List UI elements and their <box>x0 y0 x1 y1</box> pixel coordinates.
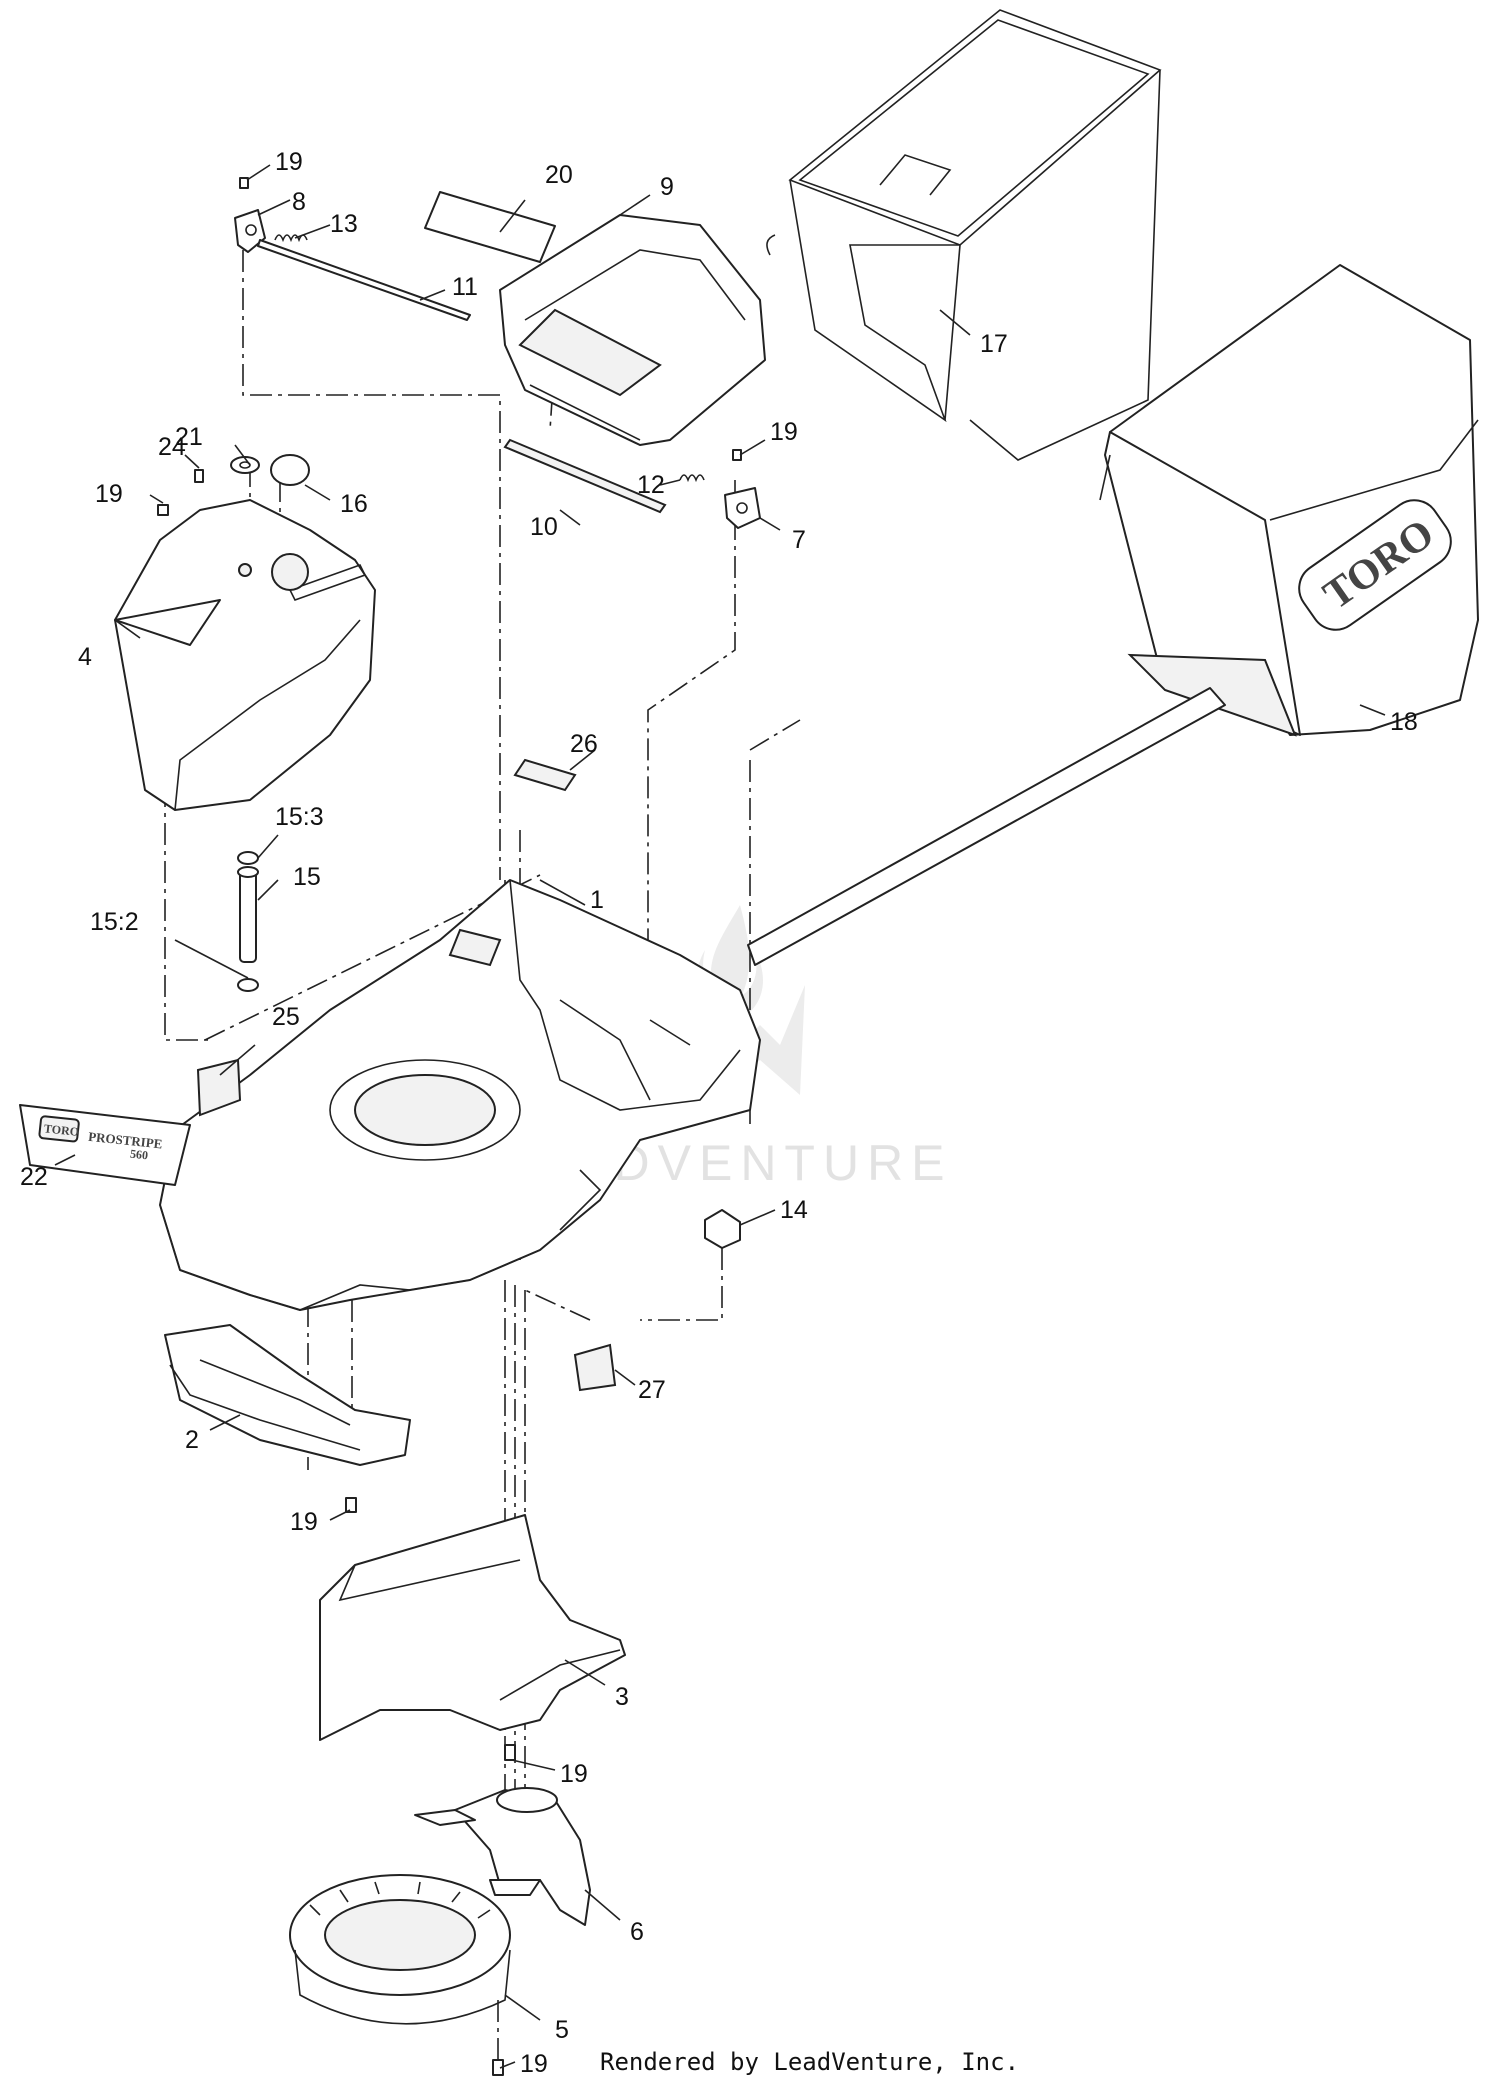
part-25-decal[interactable] <box>196 1058 242 1117</box>
part-15-spacer[interactable] <box>237 851 259 992</box>
part-14-clip[interactable] <box>704 1209 741 1249</box>
part-6-deflector[interactable] <box>414 1787 591 1926</box>
callout-15-2: 15:2 <box>90 908 139 936</box>
part-11-rod[interactable] <box>257 239 471 321</box>
callout-21: 21 <box>175 423 203 451</box>
callout-19: 19 <box>560 1760 588 1788</box>
callout-15-3: 15:3 <box>275 803 324 831</box>
part-19-screw-c[interactable] <box>504 1744 516 1761</box>
part-4-chute-cover[interactable] <box>114 499 376 811</box>
part-9-rear-door[interactable] <box>499 214 766 446</box>
callout-25: 25 <box>272 1003 300 1031</box>
part-24-screw[interactable] <box>194 469 204 483</box>
callout-15: 15 <box>293 863 321 891</box>
part-19-screw-a[interactable] <box>157 504 169 516</box>
callout-14: 14 <box>780 1196 808 1224</box>
callout-6: 6 <box>630 1918 644 1946</box>
part-10-seal-strip[interactable] <box>503 438 667 514</box>
callout-9: 9 <box>660 173 674 201</box>
callout-20: 20 <box>545 161 573 189</box>
part-20-decal[interactable] <box>424 191 556 263</box>
callout-2: 2 <box>185 1426 199 1454</box>
part-19-screw-e[interactable] <box>239 177 249 189</box>
bag-strip <box>747 687 1226 966</box>
callout-10: 10 <box>530 513 558 541</box>
part-12-spring[interactable] <box>679 474 705 483</box>
callout-19: 19 <box>770 418 798 446</box>
callout-27: 27 <box>638 1376 666 1404</box>
decal-model-text: 560 <box>129 1147 148 1163</box>
part-19-screw-f[interactable] <box>732 449 742 461</box>
callout-18: 18 <box>1390 708 1418 736</box>
callout-13: 13 <box>330 210 358 238</box>
callout-5: 5 <box>555 2016 569 2044</box>
callout-24: 24 <box>158 433 186 461</box>
part-19-screw-b[interactable] <box>345 1497 357 1513</box>
callout-7: 7 <box>792 526 806 554</box>
part-16-cap[interactable] <box>270 454 310 486</box>
part-3-baffle[interactable] <box>319 1514 626 1741</box>
callout-11: 11 <box>452 273 478 301</box>
callout-19: 19 <box>95 480 123 508</box>
callout-22: 22 <box>20 1163 48 1191</box>
callout-26: 26 <box>570 730 598 758</box>
callout-4: 4 <box>78 643 92 671</box>
part-5-ring[interactable] <box>289 1874 511 2025</box>
decal-logo-text: TORO <box>43 1121 79 1139</box>
callout-labels: 19 8 13 20 9 11 17 19 12 10 7 21 24 16 1… <box>20 148 1418 2078</box>
footer-credit: Rendered by LeadVenture, Inc. <box>600 2048 1019 2076</box>
callout-19: 19 <box>520 2050 548 2078</box>
part-26-decal[interactable] <box>513 758 577 792</box>
part-17-bag-frame[interactable] <box>766 9 1162 461</box>
part-27-decal[interactable] <box>573 1343 617 1392</box>
part-18-grass-bag[interactable]: TORO <box>1099 264 1479 737</box>
part-2-front-bumper[interactable] <box>164 1324 411 1466</box>
callout-3: 3 <box>615 1683 629 1711</box>
callout-19: 19 <box>275 148 303 176</box>
part-19-screw-d[interactable] <box>492 2059 504 2076</box>
callout-1: 1 <box>590 886 604 914</box>
callout-12: 12 <box>637 471 665 499</box>
callout-19: 19 <box>290 1508 318 1536</box>
callout-17: 17 <box>980 330 1008 358</box>
part-1-mower-deck[interactable] <box>159 879 761 1311</box>
part-7-hinge-bracket[interactable] <box>724 487 761 529</box>
leader-lines <box>54 164 1386 2069</box>
part-22-front-decal[interactable]: TORO PROSTRIPE 560 <box>19 1104 191 1186</box>
callout-8: 8 <box>292 188 306 216</box>
part-8-hinge-bracket[interactable] <box>234 209 266 253</box>
callout-16: 16 <box>340 490 368 518</box>
